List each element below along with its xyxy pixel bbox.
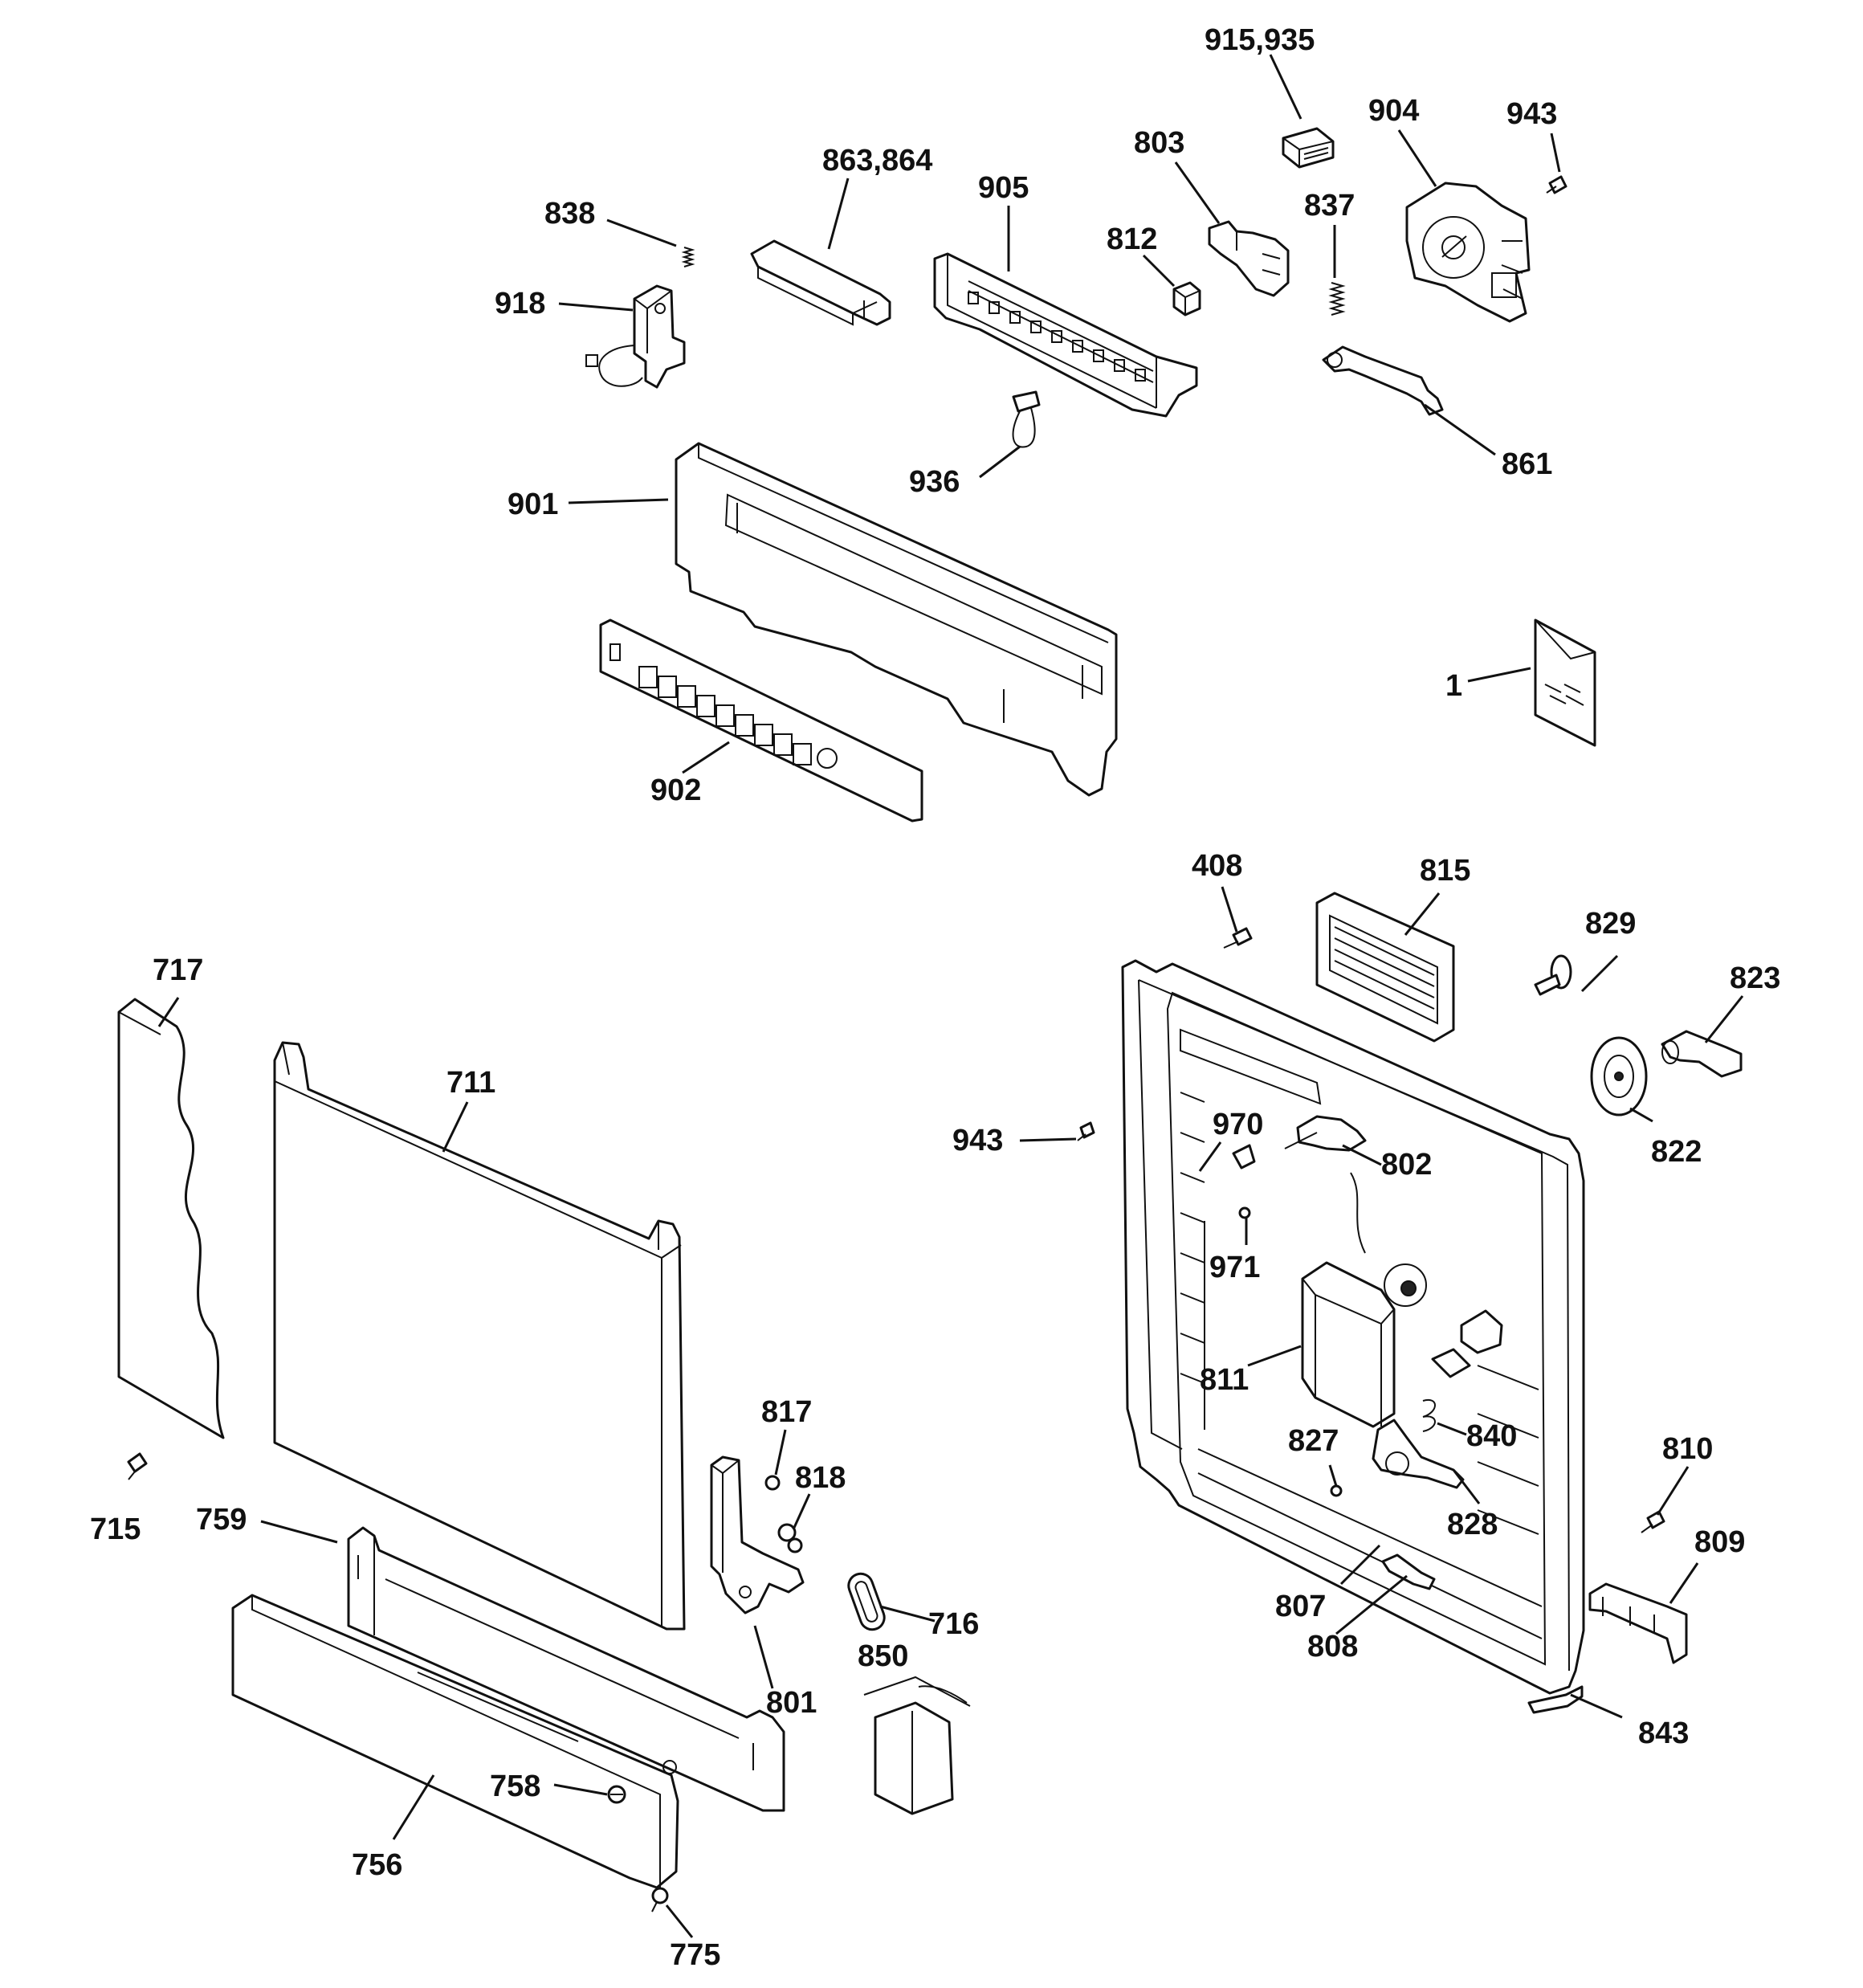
part-802-latch [1284, 1115, 1367, 1152]
callout-711: 711 [446, 1066, 495, 1100]
callout-759: 759 [196, 1503, 247, 1537]
part-715-screw [127, 1452, 148, 1480]
keypad-buttons [638, 666, 812, 765]
callout-863-864: 863,864 [822, 144, 932, 178]
part-716-link [847, 1572, 886, 1631]
part-810-screw [1641, 1510, 1665, 1533]
part-801-hinge-bracket [710, 1455, 805, 1614]
callout-850: 850 [858, 1639, 908, 1673]
callout-758: 758 [490, 1770, 540, 1803]
callout-829: 829 [1585, 907, 1636, 941]
callout-810: 810 [1662, 1432, 1713, 1466]
callout-837: 837 [1304, 189, 1355, 222]
part-827-screw [1330, 1484, 1343, 1497]
part-902-keypad-overlay [599, 618, 923, 823]
callout-408: 408 [1192, 849, 1242, 883]
part-756-kick-plate [231, 1594, 679, 1889]
callout-labels: 915,935 904 943 803 863,864 905 838 837 … [90, 23, 1780, 1972]
callout-812: 812 [1107, 222, 1157, 256]
part-861-lever [1322, 345, 1444, 416]
part-759-trim-strip [347, 1526, 785, 1812]
callout-803: 803 [1134, 126, 1184, 160]
callout-807: 807 [1275, 1590, 1326, 1623]
callout-905: 905 [978, 171, 1029, 205]
part-408-screw [1223, 927, 1253, 949]
callout-901: 901 [508, 488, 558, 521]
callout-802: 802 [1381, 1148, 1432, 1182]
callout-811: 811 [1200, 1363, 1249, 1397]
part-905-control-board [933, 252, 1198, 418]
part-711-door-panel [273, 1041, 686, 1631]
part-809-bracket [1588, 1582, 1688, 1664]
callout-822: 822 [1651, 1135, 1702, 1169]
part-829-knob [1534, 954, 1572, 996]
callout-817: 817 [761, 1395, 812, 1429]
part-838-spring [681, 247, 695, 267]
part-843-seal [1527, 1685, 1584, 1714]
callout-1: 1 [1445, 669, 1462, 703]
callout-775: 775 [670, 1938, 720, 1972]
part-863-864-bracket [750, 239, 891, 326]
part-840-spring [1422, 1398, 1436, 1432]
callout-715: 715 [90, 1512, 141, 1546]
callout-970: 970 [1213, 1108, 1263, 1141]
callout-904: 904 [1368, 94, 1419, 128]
part-812-clip [1172, 281, 1201, 316]
part-811-dispenser [1301, 1261, 1396, 1428]
callout-936: 936 [909, 465, 960, 499]
callout-918: 918 [495, 287, 545, 320]
callout-915-935: 915,935 [1205, 23, 1315, 57]
part-818-roller [777, 1523, 803, 1553]
callout-838: 838 [544, 197, 595, 231]
part-943-screw-mid [1077, 1121, 1095, 1141]
callout-818: 818 [795, 1461, 846, 1495]
part-817-screw [764, 1475, 781, 1491]
callout-902: 902 [650, 774, 701, 807]
part-823-shaft [1661, 1030, 1743, 1078]
callout-716: 716 [928, 1607, 979, 1641]
callout-843: 843 [1638, 1717, 1689, 1750]
part-915-935-connector [1282, 127, 1335, 169]
callout-808: 808 [1307, 1630, 1358, 1663]
callout-823: 823 [1730, 961, 1780, 995]
callout-801: 801 [766, 1686, 817, 1720]
part-970-latch [1232, 1144, 1256, 1170]
part-758-screw [607, 1785, 626, 1804]
part-808-hinge-pin [1381, 1553, 1436, 1590]
part-901-control-panel [675, 442, 1118, 797]
part-803-switch [1208, 220, 1290, 297]
part-943-screw-top [1546, 175, 1567, 194]
part-850-cover-plate [863, 1676, 971, 1815]
callout-840: 840 [1466, 1419, 1517, 1453]
part-837-spring [1328, 282, 1346, 316]
part-815-vent [1315, 892, 1455, 1043]
part-828-arm [1372, 1419, 1465, 1489]
callout-861: 861 [1502, 447, 1552, 481]
callout-827: 827 [1288, 1424, 1339, 1458]
leader-lines [157, 54, 1744, 1938]
callout-815: 815 [1420, 854, 1470, 888]
part-971-screw [1238, 1206, 1251, 1219]
part-904-timer [1405, 182, 1531, 323]
callout-809: 809 [1694, 1525, 1745, 1559]
part-1-literature-envelope [1534, 618, 1596, 747]
part-775-screw [651, 1887, 669, 1912]
callout-971: 971 [1209, 1251, 1260, 1284]
callout-828: 828 [1447, 1508, 1498, 1541]
callout-756: 756 [352, 1848, 402, 1882]
callout-943-top: 943 [1506, 97, 1557, 131]
part-918-switch [585, 284, 686, 389]
part-936-cord [1012, 390, 1041, 448]
callout-717: 717 [153, 953, 203, 987]
part-717-panel [117, 998, 225, 1439]
board-switches [968, 292, 1146, 382]
callout-943-mid: 943 [952, 1124, 1003, 1157]
part-822-dial [1590, 1036, 1648, 1116]
